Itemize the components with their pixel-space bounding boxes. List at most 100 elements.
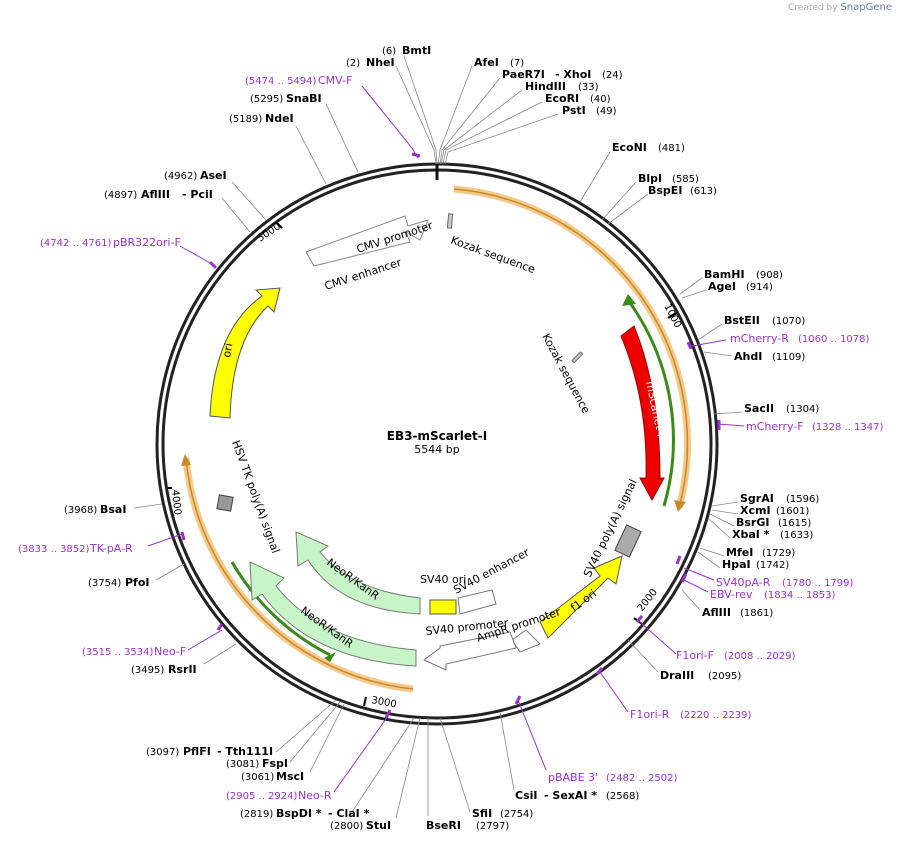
leader-sfii: [439, 717, 471, 813]
site-bseri-name: BseRI: [426, 819, 461, 832]
primer-mcherry-r-name: mCherry-R: [730, 332, 789, 345]
feature-label-kozak-1: Kozak sequence: [449, 234, 537, 277]
primer-leader-f1ori-r: [599, 671, 629, 713]
primer-leader-ebv-rev: [683, 579, 709, 593]
primer-leader-neo-r: [333, 715, 389, 793]
primer-marks: [180, 152, 721, 719]
site-xbai-pos: (1633): [780, 530, 813, 541]
site-xcmi-pos: (1601): [776, 506, 809, 517]
primer-mark-neo-f: [216, 623, 224, 631]
primer-neo-r-range: (2905 .. 2924): [226, 791, 298, 802]
site-hpai-name: HpaI: [722, 558, 751, 571]
site-fspi-pos: (3081): [226, 759, 259, 770]
site-draiii-pos: (2095): [708, 671, 741, 682]
brand-name: SnapGene: [840, 2, 892, 13]
primer-tk-pa-r-name: TK-pA-R: [89, 542, 133, 555]
brand-prefix: Created by: [788, 3, 838, 13]
primer-mark-pbr322ori-f: [208, 260, 218, 270]
site-blpi-name: BlpI: [638, 172, 662, 185]
leader-sacii: [713, 411, 743, 415]
orf-core-right: [453, 188, 689, 509]
site-bsrgi-pos: (1615): [778, 518, 811, 529]
site-hindiii-pos: (33): [578, 82, 599, 93]
primer-leaders: [147, 85, 745, 793]
site-msci-pos: (3061): [241, 772, 274, 783]
primer-leader-f1ori-f: [639, 621, 677, 655]
site-leaders: [133, 55, 743, 819]
leader-bmti: [403, 55, 438, 165]
leader-bamhi: [679, 277, 703, 295]
site-nhei-name: NheI: [366, 56, 395, 69]
leader-ndei: [295, 125, 327, 185]
site-bsrgi-name: BsrGI: [736, 516, 769, 529]
primer-mark-f1ori-r: [595, 667, 604, 675]
primer-pbr322ori-f-range: (4742 .. 4761): [40, 238, 112, 249]
site-ndei-pos: (5189): [229, 114, 262, 125]
leader-afei: [437, 65, 473, 165]
leader-blpi: [601, 181, 637, 221]
feature-neo-2: [249, 561, 417, 667]
primer-mark-f1ori-f: [635, 615, 644, 623]
primer-pbabe3-range: (2482 .. 2502): [606, 773, 678, 784]
feature-kozak-1: [446, 213, 454, 229]
plasmid-name: EB3-mScarlet-I: [387, 429, 487, 443]
feature-mscarlet: [620, 325, 665, 502]
leader-msci: [309, 703, 345, 773]
orf-left-arrowhead: [181, 454, 191, 466]
leader-ahdi: [703, 351, 733, 357]
primer-mark-tk-pa-r: [180, 531, 186, 541]
site-sfii-name: SfiI: [472, 807, 492, 820]
feature-cmv-enhancer: [305, 215, 429, 267]
site-agei-pos: (914): [746, 282, 773, 293]
feature-sv40-polya-box: [614, 524, 642, 558]
feature-label-sv40-enhancer: SV40 enhancer: [451, 546, 531, 597]
primer-f1ori-f-name: F1ori-F: [676, 649, 714, 662]
leader-snabi: [325, 103, 359, 173]
primer-mark-sv40pa-r: [675, 555, 682, 565]
feature-ampr-promoter: [511, 629, 541, 653]
leader-afliii-l: [221, 197, 251, 233]
leader-xbai: [707, 517, 731, 539]
site-mfei-pos: (1729): [762, 548, 795, 559]
primer-f1ori-r-range: (2220 .. 2239): [680, 710, 752, 721]
site-bspdi-name: BspDI *: [276, 807, 322, 820]
site-afliii-l-pos: (4897): [104, 190, 137, 201]
site-psti-name: PstI: [562, 104, 586, 117]
primer-mark-mcherry-r: [686, 341, 693, 350]
site-pflfi-pos: (3097): [146, 747, 179, 758]
site-bsai-pos: (3968): [64, 505, 97, 516]
leader-fspi: [289, 701, 341, 763]
site-ecori-name: EcoRI: [545, 92, 579, 105]
site-bamhi-name: BamHI: [704, 268, 745, 281]
leader-asei: [231, 181, 267, 221]
site-sacii-name: SacII: [744, 402, 774, 415]
primer-mcherry-f-range: (1328 .. 1347): [812, 422, 884, 433]
feature-f1-ori: [539, 555, 623, 639]
primer-mark-pbabe3: [514, 695, 522, 705]
site-bspdi-pos: (2819): [240, 809, 273, 820]
primer-sv40pa-r-range: (1780 .. 1799): [782, 578, 854, 589]
site-paer7i-pos: (24): [602, 70, 623, 81]
site-hindiii-name: HindIII: [525, 80, 566, 93]
site-ecori-pos: (40): [590, 94, 611, 105]
site-bamhi-pos: (908): [756, 270, 783, 281]
site-afliii-l-name: AflIII: [141, 188, 170, 201]
primer-mcherry-f-name: mCherry-F: [746, 420, 804, 433]
feature-ori: [209, 287, 281, 419]
leader-paer7i: [439, 77, 501, 165]
leader-bspei: [607, 193, 649, 225]
primer-cmv-f-name: CMV-F: [318, 74, 352, 87]
primer-cmv-f-range: (5474 .. 5494): [245, 76, 317, 87]
leader-psti: [444, 113, 559, 165]
primer-tk-pa-r-range: (3833 .. 3852): [18, 544, 90, 555]
leader-bsteii: [697, 323, 723, 341]
site-sgrai-pos: (1596): [786, 494, 819, 505]
site-asei-name: AseI: [200, 169, 227, 182]
site-csii-extra: - SexAI *: [544, 789, 597, 802]
green-arrow-right: [626, 299, 675, 507]
site-ahdi-name: AhdI: [734, 350, 762, 363]
site-blpi-pos: (585): [672, 174, 699, 185]
site-pfoi-pos: (3754): [88, 578, 121, 589]
primer-mcherry-r-range: (1060 .. 1078): [798, 334, 870, 345]
primer-leader-sv40pa-r: [683, 567, 715, 581]
